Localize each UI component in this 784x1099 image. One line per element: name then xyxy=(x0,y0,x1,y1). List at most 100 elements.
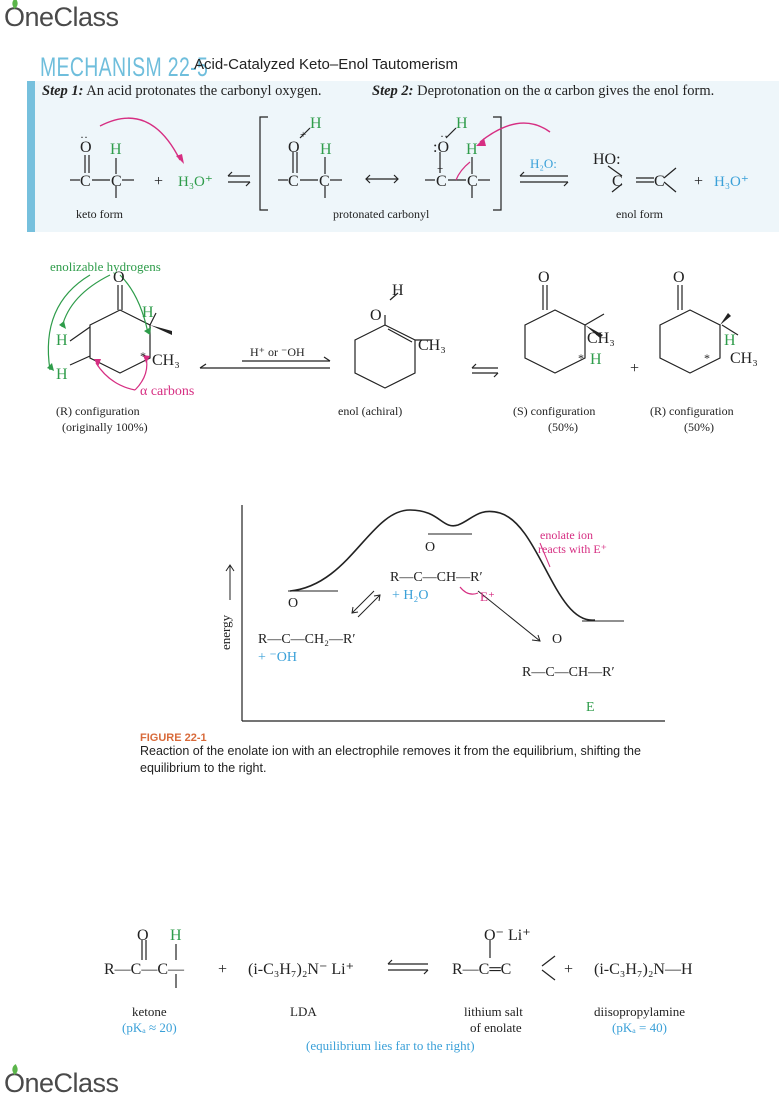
svg-text:O: O xyxy=(673,269,685,286)
svg-text:(equilibrium lies far to the r: (equilibrium lies far to the right) xyxy=(306,1038,475,1053)
svg-text:+: + xyxy=(694,173,703,190)
svg-text:enol form: enol form xyxy=(616,207,664,221)
svg-text:+ H₂O: + H₂O xyxy=(392,588,429,603)
mechanism-box xyxy=(27,81,779,232)
leaf-icon: O xyxy=(4,1064,25,1099)
svg-text:H₃O⁺: H₃O⁺ xyxy=(178,174,213,190)
svg-text:E⁺: E⁺ xyxy=(480,589,495,604)
svg-text:C: C xyxy=(612,173,623,190)
svg-text:(originally 100%): (originally 100%) xyxy=(62,420,148,434)
racemization-diagram: O * CH₃ O CH₃ O * CH₃ O * CH₃ + H HH H H… xyxy=(47,259,758,434)
svg-text:H: H xyxy=(142,304,154,321)
svg-text:C: C xyxy=(80,173,91,190)
logo-text: neClass xyxy=(24,1068,120,1098)
svg-text:O: O xyxy=(425,540,435,555)
svg-text:+: + xyxy=(630,360,639,377)
svg-text:O: O xyxy=(113,269,125,286)
svg-text:O: O xyxy=(288,139,300,156)
svg-text:(R) configuration: (R) configuration xyxy=(650,404,734,418)
svg-text:enol (achiral): enol (achiral) xyxy=(338,404,402,418)
svg-text:CH₃: CH₃ xyxy=(730,350,758,367)
svg-text:H₂O:: H₂O: xyxy=(530,156,557,171)
svg-text:H: H xyxy=(56,366,68,383)
svg-text:E: E xyxy=(586,700,595,715)
svg-text:H₃O⁺: H₃O⁺ xyxy=(714,174,749,190)
svg-text:reacts with E⁺: reacts with E⁺ xyxy=(538,542,607,556)
svg-text:H: H xyxy=(320,141,332,158)
svg-text::O: :O xyxy=(433,139,449,156)
svg-text:+: + xyxy=(300,129,306,141)
svg-text:energy: energy xyxy=(218,614,233,650)
svg-text:C: C xyxy=(288,173,299,190)
svg-text:(i-C₃H₇)₂N⁻ Li⁺: (i-C₃H₇)₂N⁻ Li⁺ xyxy=(248,961,354,978)
svg-text:(50%): (50%) xyxy=(684,420,714,434)
svg-text:protonated carbonyl: protonated carbonyl xyxy=(333,207,430,221)
svg-text:CH₃: CH₃ xyxy=(418,337,446,354)
svg-text:enolizable hydrogens: enolizable hydrogens xyxy=(50,259,161,274)
svg-text:R—C═C: R—C═C xyxy=(452,961,511,978)
svg-text:lithium salt: lithium salt xyxy=(464,1004,523,1019)
svg-text:H: H xyxy=(392,282,404,299)
svg-text:CH₃: CH₃ xyxy=(152,352,180,369)
svg-text:R—C—CH—R′: R—C—CH—R′ xyxy=(390,570,483,585)
svg-text:*: * xyxy=(578,351,584,365)
svg-text:keto form: keto form xyxy=(76,207,124,221)
mechanism-title: Acid-Catalyzed Keto–Enol Tautomerism xyxy=(194,56,459,73)
svg-text:(i-C₃H₇)₂N—H: (i-C₃H₇)₂N—H xyxy=(594,961,693,978)
svg-text:H: H xyxy=(310,115,322,132)
svg-text:O: O xyxy=(137,927,149,944)
energy-diagram: energy O R—C—CH—R′ O R—C—CH₂—R′ O R—C—CH—R′… xyxy=(218,505,665,722)
svg-text:O: O xyxy=(288,596,298,611)
step-1: Step 1: An acid protonates the carbonyl … xyxy=(42,83,322,99)
svg-text:+: + xyxy=(218,961,227,978)
svg-text:··: ·· xyxy=(440,129,448,143)
svg-text:(pKₐ ≈ 20): (pKₐ ≈ 20) xyxy=(122,1020,177,1035)
svg-text:R—C—CH₂—R′: R—C—CH₂—R′ xyxy=(258,632,355,647)
svg-text:(pKₐ = 40): (pKₐ = 40) xyxy=(612,1020,667,1035)
mechanism-label: MECHANISM 22-5 xyxy=(40,52,209,82)
figure-label: FIGURE 22-1 xyxy=(140,732,207,744)
svg-text:ketone: ketone xyxy=(132,1004,167,1019)
svg-text:O: O xyxy=(80,139,92,156)
svg-text:+: + xyxy=(437,163,443,175)
svg-text:*: * xyxy=(140,349,146,363)
svg-text:CH₃: CH₃ xyxy=(587,330,615,347)
svg-text:α carbons: α carbons xyxy=(140,384,194,399)
svg-text:+: + xyxy=(564,961,573,978)
svg-text:(50%): (50%) xyxy=(548,420,578,434)
svg-text:O⁻ Li⁺: O⁻ Li⁺ xyxy=(484,927,531,944)
svg-text:*: * xyxy=(704,351,710,365)
svg-text:R—C—C—: R—C—C— xyxy=(104,961,185,978)
svg-text:H⁺ or ⁻OH: H⁺ or ⁻OH xyxy=(250,345,305,359)
svg-text:diisopropylamine: diisopropylamine xyxy=(594,1004,685,1019)
mechanism-accent-bar xyxy=(27,81,35,232)
svg-text:H: H xyxy=(724,332,736,349)
svg-text:O: O xyxy=(370,307,382,324)
logo-text: neClass xyxy=(24,2,120,32)
svg-text:C: C xyxy=(111,173,122,190)
svg-text:O: O xyxy=(538,269,550,286)
svg-text:+: + xyxy=(154,173,163,190)
figure-caption: Reaction of the enolate ion with an elec… xyxy=(140,744,641,775)
svg-text:O: O xyxy=(552,632,562,647)
svg-text:H: H xyxy=(590,351,602,368)
svg-text:C: C xyxy=(319,173,330,190)
svg-text:R—C—CH—R′: R—C—CH—R′ xyxy=(522,665,615,680)
svg-text:··: ·· xyxy=(80,130,88,144)
leaf-icon: O xyxy=(4,0,25,33)
lda-reaction: O R—C—C— + (i-C₃H₇)₂N⁻ Li⁺ O⁻ Li⁺ R—C═C … xyxy=(104,927,693,1053)
svg-text:HO:: HO: xyxy=(593,151,621,168)
svg-text:H: H xyxy=(170,927,182,944)
svg-text:H: H xyxy=(56,332,68,349)
svg-text:LDA: LDA xyxy=(290,1004,317,1019)
svg-text:H: H xyxy=(456,115,468,132)
svg-text:+ ⁻OH: + ⁻OH xyxy=(258,650,297,665)
svg-text:H: H xyxy=(110,141,122,158)
svg-text:(R) configuration: (R) configuration xyxy=(56,404,140,418)
svg-text:of enolate: of enolate xyxy=(470,1020,522,1035)
svg-text:C: C xyxy=(467,173,478,190)
svg-text:enolate ion: enolate ion xyxy=(540,528,593,542)
